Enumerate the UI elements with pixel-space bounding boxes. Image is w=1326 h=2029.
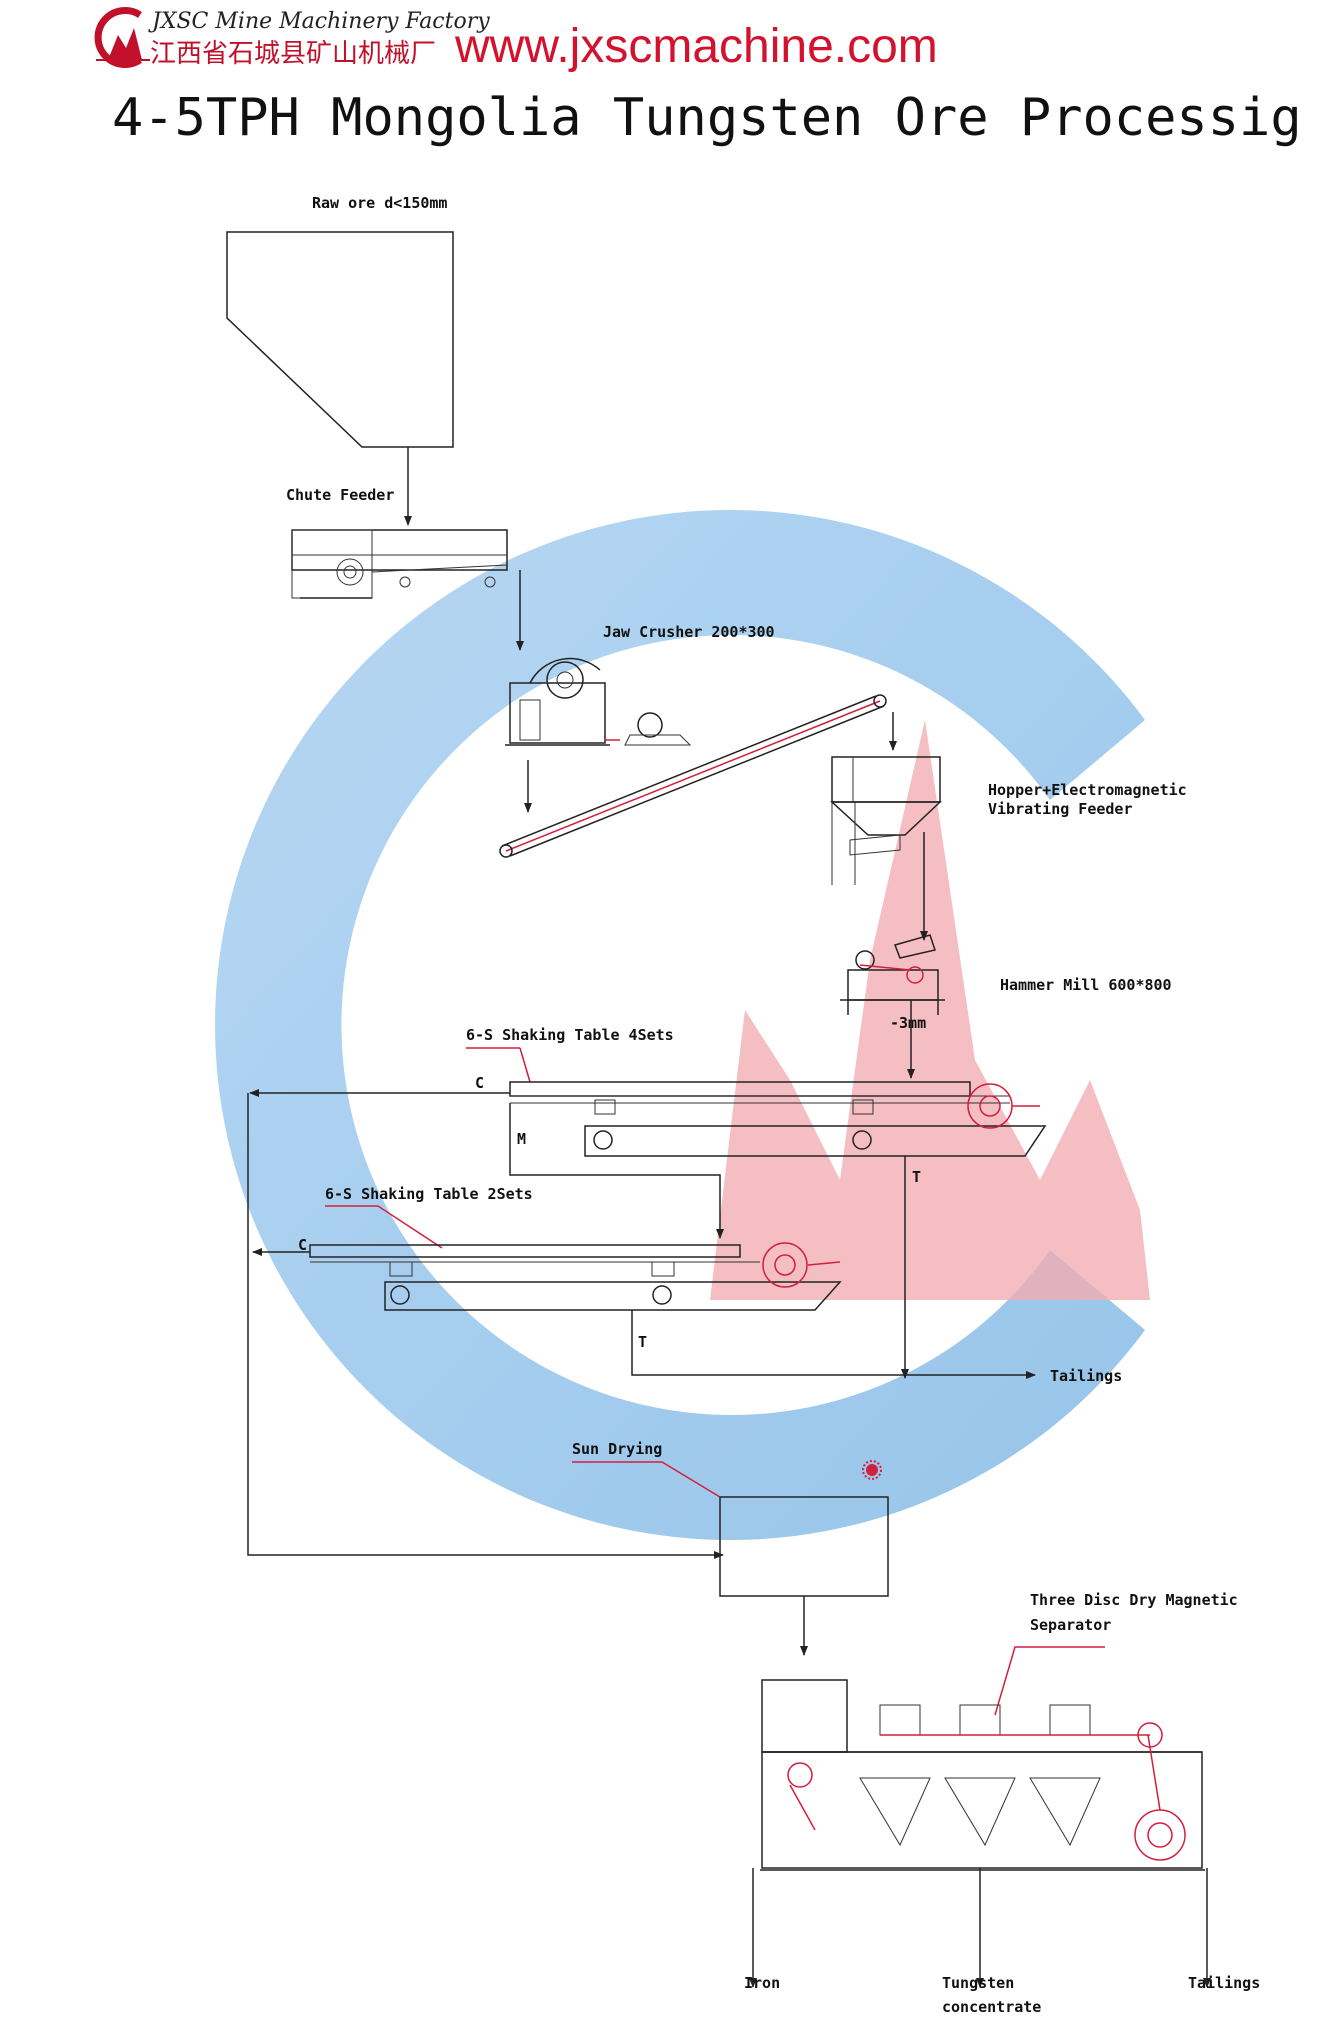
page-title: 4-5TPH Mongolia Tungsten Ore Processig P… bbox=[112, 88, 1326, 148]
label-tailings-mid: Tailings bbox=[1050, 1367, 1122, 1385]
label-hopper-2: Vibrating Feeder bbox=[988, 800, 1133, 818]
label-t1: T bbox=[912, 1168, 921, 1186]
chute-feeder-machine bbox=[291, 529, 524, 651]
hammer-mill-machine bbox=[840, 934, 945, 1015]
shaking-table-2sets-machine bbox=[309, 1242, 842, 1311]
label-tailings-bottom: Tailings bbox=[1188, 1974, 1260, 1992]
company-name-en: JXSC Mine Machinery Factory bbox=[148, 9, 490, 34]
belt-conveyor bbox=[499, 694, 897, 858]
watermark-red-mountain bbox=[710, 720, 1150, 1300]
label-iron: Iron bbox=[744, 1974, 780, 1992]
label-tungsten-2: concentrate bbox=[942, 1998, 1041, 2016]
sun-icon bbox=[862, 1460, 882, 1480]
label-separator-1: Three Disc Dry Magnetic bbox=[1030, 1591, 1238, 1609]
watermark-blue-ring bbox=[215, 510, 1145, 1541]
label-c1: C bbox=[475, 1074, 484, 1092]
label-raw-ore: Raw ore d<150mm bbox=[312, 194, 447, 212]
label-separator-2: Separator bbox=[1030, 1616, 1111, 1634]
label-minus-3mm: -3mm bbox=[890, 1014, 926, 1032]
company-name-cn: 江西省石城县矿山机械厂 bbox=[150, 39, 436, 69]
label-hopper-1: Hopper+Electromagnetic bbox=[988, 781, 1187, 799]
raw-ore-bin bbox=[226, 231, 454, 448]
watermark-logo bbox=[215, 510, 1150, 1541]
label-sun-drying: Sun Drying bbox=[572, 1440, 662, 1458]
label-tungsten-1: Tungsten bbox=[942, 1974, 1014, 1992]
label-t2: T bbox=[638, 1333, 647, 1351]
label-jaw-crusher: Jaw Crusher 200*300 bbox=[603, 623, 775, 641]
jaw-crusher-machine bbox=[505, 657, 692, 813]
magnetic-separator-machine bbox=[760, 1679, 1205, 1871]
shaking-table-4sets-machine bbox=[509, 1081, 1047, 1157]
label-chute-feeder: Chute Feeder bbox=[286, 486, 394, 504]
brand-logo-icon bbox=[94, 7, 150, 68]
label-hammer-mill: Hammer Mill 600*800 bbox=[1000, 976, 1172, 994]
label-shaking-table-4: 6-S Shaking Table 4Sets bbox=[466, 1026, 674, 1044]
label-shaking-table-2: 6-S Shaking Table 2Sets bbox=[325, 1185, 533, 1203]
label-c2: C bbox=[298, 1236, 307, 1254]
website-url[interactable]: www.jxscmachine.com bbox=[454, 20, 938, 73]
hopper-feeder-machine bbox=[830, 756, 942, 941]
label-m: M bbox=[517, 1130, 526, 1148]
